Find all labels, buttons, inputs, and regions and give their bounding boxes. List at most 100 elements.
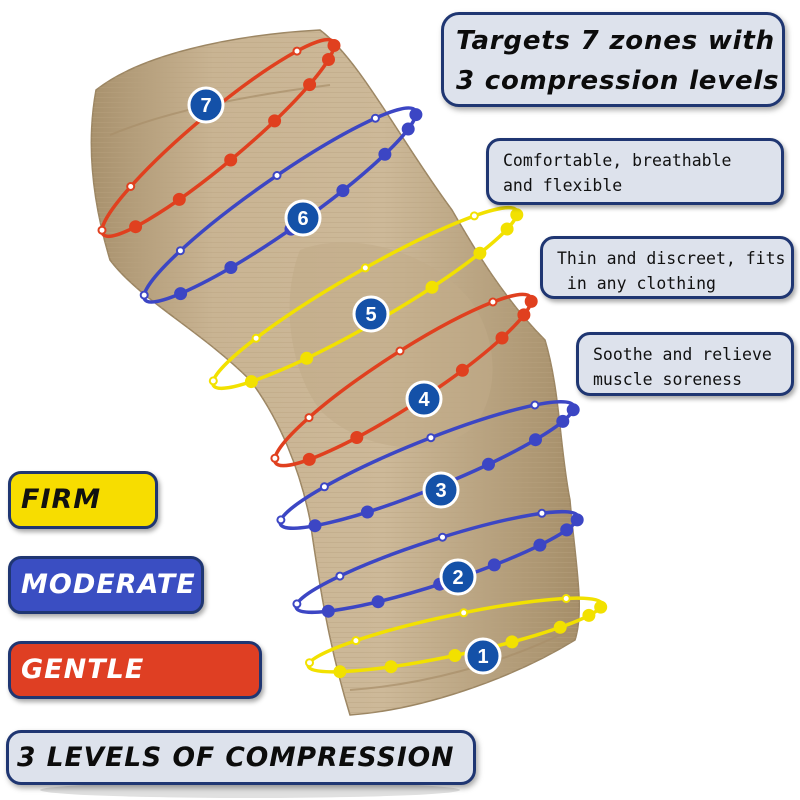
headline-line-2: 3 compression levels: [456, 66, 780, 96]
zone-ring-dot: [378, 147, 392, 161]
zone-number-badge: [422, 471, 460, 509]
zone-ring-dot: [469, 211, 479, 221]
zone-ring-dot: [270, 453, 280, 463]
benefit-line-1: Thin and discreet, fits: [557, 249, 786, 268]
zone-ring-dot: [510, 208, 524, 222]
zone-ring-5: 5: [208, 205, 524, 391]
zone-ring-dot: [302, 452, 316, 466]
zone-ring-dot: [322, 53, 335, 66]
benefit-line-1: Comfortable, breathable: [503, 151, 732, 170]
zone-ring-dot: [251, 333, 261, 343]
zone-ring-dot: [224, 153, 238, 167]
zone-ring-dot: [360, 505, 374, 519]
zone-ring-dot: [126, 182, 136, 191]
zone-ring-dot: [97, 225, 107, 235]
benefit-callout-soothe: Soothe and relieve muscle soreness: [576, 332, 794, 396]
zone-ring-dot: [517, 308, 531, 322]
zone-ring-dot: [488, 297, 498, 307]
zone-number-badge: [405, 380, 443, 418]
headline-callout: Targets 7 zones with 3 compression level…: [441, 12, 785, 107]
zone-ring-dot: [276, 515, 286, 525]
zone-ring-dot: [305, 658, 314, 668]
zone-number-label: 7: [200, 95, 211, 117]
level-badge-gentle: GENTLE: [8, 641, 262, 699]
zone-ring-dot: [455, 363, 469, 377]
zone-number-label: 4: [418, 389, 430, 411]
zone-ring-dot: [401, 122, 415, 136]
zone-ring-dot: [524, 294, 538, 308]
zone-ring-dot: [336, 184, 350, 198]
zone-ring-dot: [570, 513, 584, 527]
zone-ring-4: 4: [270, 292, 538, 468]
zone-ring-2: 2: [292, 508, 584, 618]
zone-ring-dot: [594, 600, 608, 614]
zone-ring-dot: [292, 46, 302, 56]
zone-ring-dot: [426, 433, 436, 443]
zone-ring-dot: [224, 261, 238, 274]
zone-number-badge: [284, 199, 322, 237]
zone-number-label: 2: [452, 567, 463, 589]
zone-ring-dot: [556, 414, 570, 428]
zone-ring-dot: [473, 246, 487, 260]
level-badge-firm: FIRM: [8, 471, 158, 529]
benefit-line-2: and flexible: [503, 176, 623, 195]
zone-ring-dot: [384, 660, 398, 674]
zone-ring-dot: [438, 532, 447, 542]
zone-ring-dot: [303, 78, 317, 92]
zone-ring-dot: [308, 519, 322, 533]
zone-ring-dot: [505, 635, 519, 649]
zone-number-badge: [352, 295, 390, 333]
zone-ring-dot: [292, 599, 302, 609]
zone-ring-dot: [333, 665, 347, 679]
zone-ring-dot: [129, 220, 143, 234]
zone-ring-dot: [529, 433, 542, 447]
zone-number-label: 6: [297, 208, 308, 230]
zone-ring-dot: [487, 558, 501, 572]
zone-ring-dot: [360, 263, 370, 273]
zone-ring-6: 6: [139, 106, 423, 304]
zone-number-label: 5: [365, 304, 376, 326]
zone-ring-3: 3: [276, 400, 580, 533]
zone-ring-dot: [560, 523, 574, 537]
zone-ring-dot: [425, 280, 439, 294]
benefit-callout-comfortable: Comfortable, breathable and flexible: [486, 138, 784, 205]
zone-ring-dot: [350, 431, 364, 444]
zone-ring-dot: [500, 222, 514, 236]
zone-ring-dot: [327, 39, 341, 52]
zone-ring-1: 1: [305, 594, 608, 679]
zone-ring-dot: [174, 287, 188, 301]
zone-ring-dot: [582, 608, 596, 622]
zone-ring-dot: [321, 604, 335, 618]
zone-number-badge: [464, 637, 502, 675]
benefit-callout-discreet: Thin and discreet, fits in any clothing: [540, 236, 794, 299]
zone-ring-dot: [208, 376, 218, 386]
zone-ring-dot: [530, 400, 540, 410]
zone-ring-dot: [335, 571, 345, 581]
zone-ring-dot: [370, 113, 380, 123]
benefit-line-2: muscle soreness: [593, 370, 743, 389]
zone-ring-dot: [459, 608, 469, 618]
zone-ring-dot: [533, 538, 547, 552]
zone-ring-dot: [268, 114, 282, 128]
zone-ring-dot: [566, 403, 580, 417]
zone-ring-dot: [319, 482, 329, 492]
zone-ring-dot: [371, 595, 385, 609]
zone-ring-dot: [395, 346, 405, 356]
zone-ring-dot: [172, 192, 186, 206]
footer-banner: 3 LEVELS OF COMPRESSION: [6, 730, 476, 785]
zone-number-badge: [439, 558, 477, 596]
zone-ring-dot: [448, 649, 462, 662]
zone-ring-dot: [304, 413, 314, 423]
zone-ring-dot: [561, 594, 571, 603]
zone-ring-dot: [272, 171, 282, 180]
level-badge-moderate: MODERATE: [8, 556, 204, 614]
zone-ring-dot: [139, 290, 149, 300]
zone-number-badge: [187, 86, 225, 124]
zone-ring-dot: [495, 331, 509, 345]
zone-ring-7: 7: [97, 37, 341, 239]
zone-ring-dot: [553, 620, 567, 634]
zone-ring-dot: [244, 375, 258, 389]
benefit-line-2: in any clothing: [557, 274, 716, 293]
zone-number-label: 1: [477, 646, 488, 668]
